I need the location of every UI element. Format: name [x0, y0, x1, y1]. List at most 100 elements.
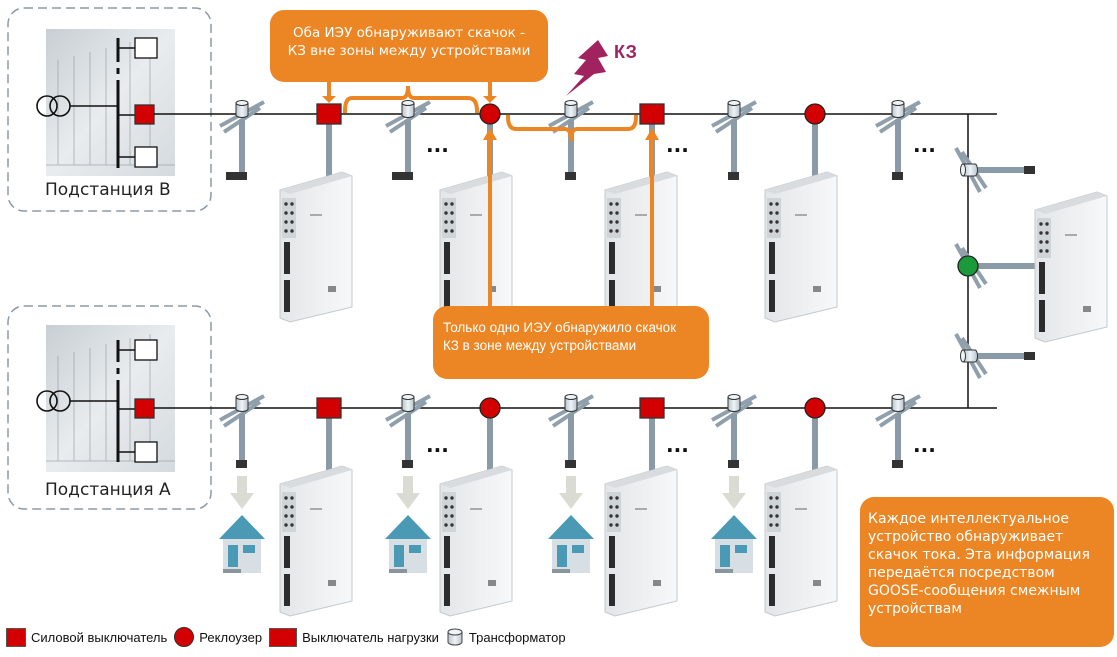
- line-end-terminal: [226, 172, 237, 180]
- recloser-icon: [479, 397, 501, 419]
- legend-label: Силовой выключатель: [31, 629, 168, 645]
- recloser-icon: [174, 627, 195, 647]
- ellipsis: ...: [666, 133, 689, 157]
- pole: [975, 263, 1035, 269]
- house-icon: [385, 515, 431, 573]
- ied-device: [604, 465, 678, 617]
- ied-device: [764, 465, 838, 617]
- substation-b: [7, 7, 212, 212]
- transformer-icon: [891, 394, 905, 412]
- pole: [975, 353, 1027, 359]
- callout-arrow-head: [322, 96, 336, 103]
- line-end-terminal: [236, 172, 247, 180]
- substation-b-feeder-breaker-empty: [134, 37, 158, 59]
- pole: [239, 414, 245, 466]
- pole: [975, 167, 1027, 173]
- transformer-icon: [447, 628, 463, 646]
- callout-middle-line-1: Только одно ИЭУ обнаружило скачок: [443, 320, 677, 335]
- line-end-terminal: [728, 460, 739, 468]
- ied-device: [279, 465, 353, 617]
- pole: [326, 122, 332, 182]
- ellipsis: ...: [426, 133, 449, 157]
- line-end-terminal: [1024, 166, 1035, 174]
- line-end-terminal: [402, 172, 413, 180]
- line-end-terminal: [392, 172, 403, 180]
- callout-arrow-head: [645, 128, 659, 140]
- load-switch-icon: [269, 627, 298, 647]
- ied-device: [439, 465, 513, 617]
- legend-item-power-switch: Силовой выключатель: [6, 627, 168, 647]
- substation-a-feeder-breaker: [134, 398, 155, 419]
- substation-b-frame: [7, 7, 212, 212]
- legend-label: Трансформатор: [468, 629, 566, 645]
- ied-device: [279, 171, 353, 323]
- recloser-icon: [804, 397, 826, 419]
- line-end-terminal: [402, 460, 413, 468]
- callout-br-line: устройство обнаруживает: [868, 528, 1064, 545]
- transformer-icon: [235, 100, 249, 118]
- line-end-terminal: [565, 460, 576, 468]
- callout-br-line: устройствам: [868, 600, 962, 617]
- zone-bracket: [505, 114, 639, 142]
- pole: [326, 416, 332, 476]
- supply-arrow-icon: [559, 476, 583, 509]
- ellipsis: ...: [913, 433, 936, 457]
- substation-a-feeder-breaker-empty: [134, 339, 158, 361]
- zone-bracket: [342, 85, 480, 114]
- power-switch-icon: [6, 627, 26, 647]
- ellipsis: ...: [913, 133, 936, 157]
- callout-br-line: передаётся посредством: [868, 564, 1055, 581]
- legend-item-recloser: Реклоузер: [174, 627, 262, 647]
- substation-a-feeder-breaker-empty: [134, 441, 158, 463]
- legend: Силовой выключатель Реклоузер Выключател…: [6, 627, 573, 647]
- ied-device: [604, 171, 678, 323]
- line-end-terminal: [892, 172, 903, 180]
- transformer-icon: [564, 394, 578, 412]
- transformer-icon: [727, 100, 741, 118]
- pole: [812, 122, 818, 182]
- callout-br-line: GOOSE-сообщения смежным: [868, 582, 1081, 599]
- recloser-closed-icon: [957, 255, 979, 277]
- legend-item-load-switch: Выключатель нагрузки: [269, 627, 439, 647]
- transformer-icon: [401, 100, 415, 118]
- recloser-icon: [804, 103, 826, 125]
- house-icon: [711, 515, 757, 573]
- transformer-icon: [960, 349, 978, 363]
- substation-b-label: Подстанция В: [45, 180, 171, 200]
- callout-top-line-1: Оба ИЭУ обнаруживают скачок -: [293, 25, 525, 41]
- transformer-icon: [960, 163, 978, 177]
- callout-fault-inside-zone: Только одно ИЭУ обнаружило скачок КЗ в з…: [433, 306, 709, 379]
- legend-item-transformer: Трансформатор: [446, 628, 566, 646]
- legend-label: Выключатель нагрузки: [302, 629, 439, 645]
- callout-br-line: скачок тока. Эта информация: [868, 546, 1090, 563]
- pole: [895, 120, 901, 174]
- pole: [487, 416, 493, 476]
- substation-b-feeder-breaker: [134, 104, 155, 125]
- callout-arrow-head: [483, 96, 497, 103]
- pole: [731, 120, 737, 174]
- line-end-terminal: [1024, 352, 1035, 360]
- load-switch-icon: [639, 103, 665, 125]
- callout-arrow-head: [483, 128, 497, 140]
- pole: [649, 416, 655, 476]
- ied-device: [1034, 191, 1108, 343]
- transformer-icon: [401, 394, 415, 412]
- line-end-terminal: [565, 172, 576, 180]
- transformer-icon: [235, 394, 249, 412]
- pole: [895, 414, 901, 466]
- callout-br-line: Каждое интеллектуальное: [868, 511, 1069, 527]
- house-icon: [219, 515, 265, 573]
- legend-label: Реклоузер: [199, 629, 263, 645]
- pole: [568, 120, 574, 174]
- transformer-icon: [564, 100, 578, 118]
- load-switch-icon: [639, 397, 665, 419]
- line-end-terminal: [728, 172, 739, 180]
- ellipsis: ...: [666, 433, 689, 457]
- substation-a-label: Подстанция А: [45, 480, 171, 500]
- supply-arrow-icon: [722, 476, 746, 509]
- line-end-terminal: [236, 460, 247, 468]
- transformer-icon: [891, 100, 905, 118]
- lightning-fault-icon: [566, 40, 608, 96]
